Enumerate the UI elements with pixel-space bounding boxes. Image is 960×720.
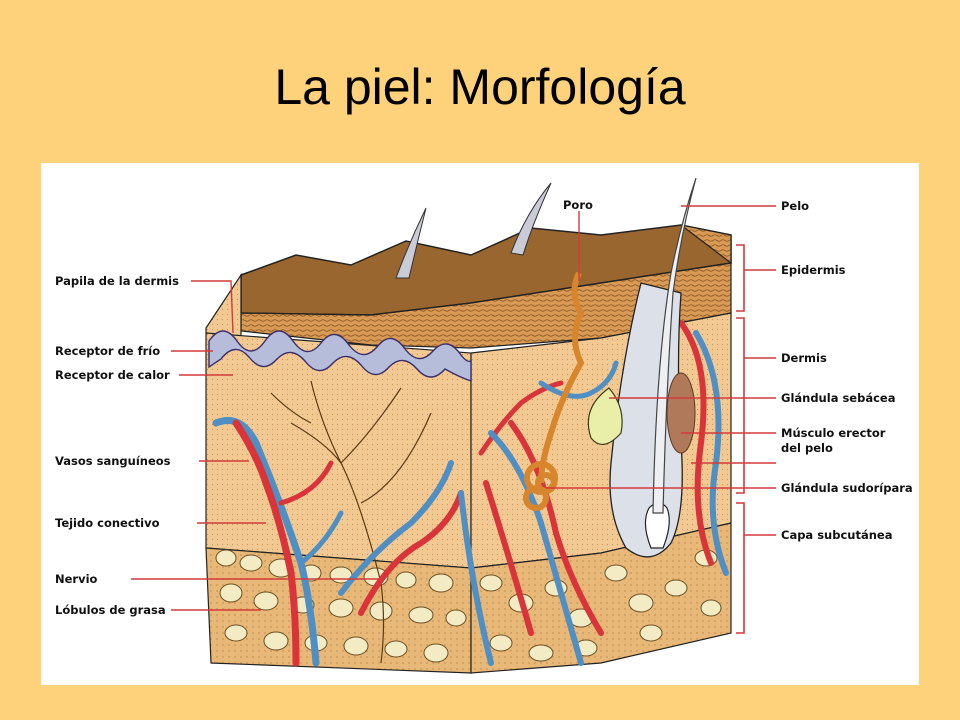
label-nervio: Nervio <box>55 572 98 586</box>
sweat-gland <box>523 461 558 511</box>
hair-shaft <box>652 177 697 514</box>
nerve-fibers <box>270 380 432 664</box>
label-receptor-frio: Receptor de frío <box>55 344 161 358</box>
label-musculo-erector: Músculo erector <box>781 426 886 440</box>
label-lobulos-grasa: Lóbulos de grasa <box>55 603 166 617</box>
label-vasos-sanguineos: Vasos sanguíneos <box>55 454 171 468</box>
label-tejido-conectivo: Tejido conectivo <box>55 516 160 530</box>
label-glandula-sudoripara: Glándula sudorípara <box>781 481 913 495</box>
label-pelo: Pelo <box>781 199 810 213</box>
surface-hair-1 <box>395 207 427 279</box>
label-glandula-sebacea: Glándula sebácea <box>781 391 896 405</box>
label-del-pelo: del pelo <box>781 441 833 455</box>
label-poro: Poro <box>563 198 593 212</box>
blood-vessels <box>212 320 729 667</box>
slide-title: La piel: Morfología <box>274 59 686 115</box>
skin-diagram: Papila de la dermis Receptor de frío Rec… <box>41 163 919 685</box>
leader-lines <box>131 205 776 611</box>
surface-hair-2 <box>510 182 552 256</box>
label-papila-dermis: Papila de la dermis <box>55 274 179 288</box>
sebaceous-gland <box>587 387 623 445</box>
layer-brackets <box>736 244 776 634</box>
erector-muscle <box>666 372 696 454</box>
label-capa-subcutanea: Capa subcutánea <box>781 528 893 542</box>
label-receptor-calor: Receptor de calor <box>55 368 170 382</box>
epidermis-dermis-junction <box>208 330 472 382</box>
sweat-duct <box>538 271 585 484</box>
label-dermis: Dermis <box>781 351 827 365</box>
skin-cross-section-illustration <box>131 177 776 674</box>
label-epidermis: Epidermis <box>781 263 846 277</box>
